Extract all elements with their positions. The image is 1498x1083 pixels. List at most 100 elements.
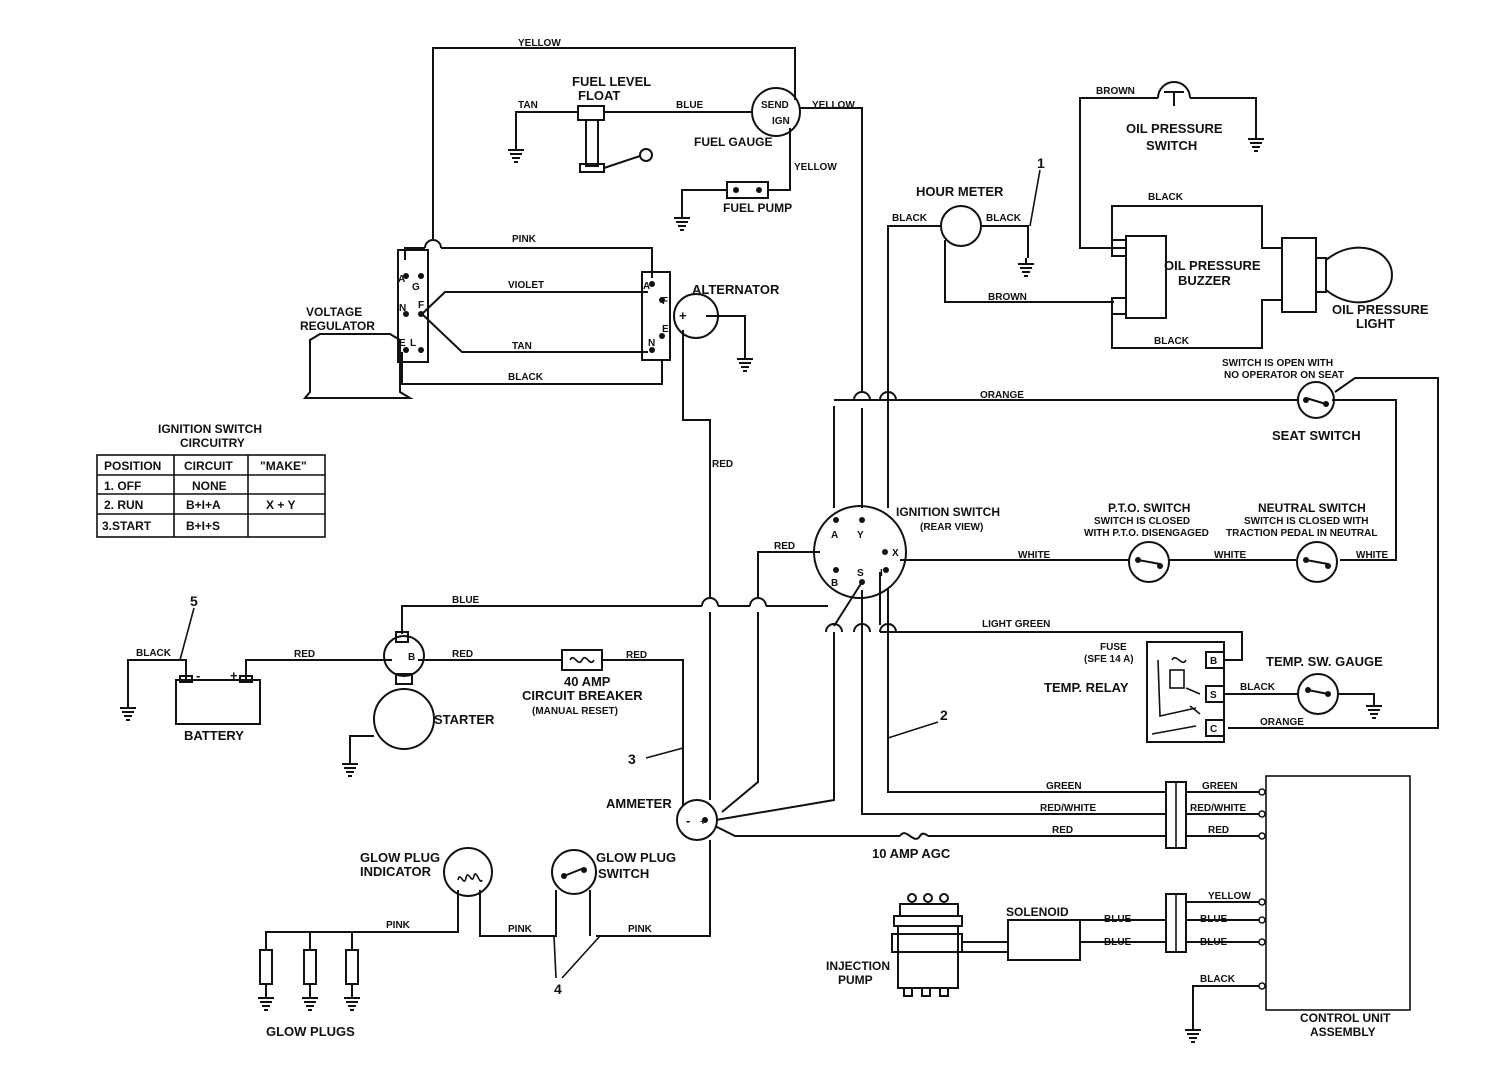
wire-label-black-cu: BLACK <box>1200 974 1236 985</box>
fuel-gauge <box>751 87 801 137</box>
alternator <box>641 271 719 361</box>
wire-label-pink-glow-2: PINK <box>508 924 533 935</box>
wire-label-tan-float: TAN <box>518 100 538 111</box>
wire-label-blue-sol-2: BLUE <box>1104 937 1132 948</box>
terminal-alternator-plus: + <box>679 308 687 323</box>
label-fuel-level-float-2: FLOAT <box>578 88 620 103</box>
wire-label-red-starter: RED <box>452 649 473 660</box>
wire-label-white-3: WHITE <box>1356 550 1389 561</box>
terminal-regulator-g: G <box>412 282 420 293</box>
label-injection-pump-2: PUMP <box>838 973 873 987</box>
wire-label-orange-seat: ORANGE <box>980 390 1024 401</box>
ignition-table-title-1: IGNITION SWITCH <box>158 422 262 436</box>
wire-label-light-green: LIGHT GREEN <box>982 619 1050 630</box>
label-glow-plug-switch-2: SWITCH <box>598 866 649 881</box>
label-voltage-regulator-2: REGULATOR <box>300 319 375 333</box>
terminal-regulator-l: L <box>410 338 416 349</box>
wire-label-blue-sol-1: BLUE <box>1104 914 1132 925</box>
wire-label-red-white-2: RED/WHITE <box>1190 803 1246 814</box>
starter <box>373 631 435 750</box>
ignition-switch <box>813 505 907 599</box>
wire-label-tan-alt: TAN <box>512 341 532 352</box>
label-fuel-gauge-send: SEND <box>761 100 789 111</box>
battery <box>175 675 261 725</box>
callout-1: 1 <box>1037 155 1045 171</box>
terminal-starter-b: B <box>408 652 415 663</box>
oil-pressure-switch <box>1157 81 1191 106</box>
wire-label-blue-starter: BLUE <box>452 595 480 606</box>
wire-label-blue-float: BLUE <box>676 100 704 111</box>
glow-plugs <box>259 949 359 992</box>
wire-label-red-battery: RED <box>294 649 315 660</box>
label-oil-pressure-buzzer-2: BUZZER <box>1178 273 1231 288</box>
pto-switch <box>1128 541 1170 583</box>
label-temp-sw-gauge: TEMP. SW. GAUGE <box>1266 654 1383 669</box>
ignition-table-title-2: CIRCUITRY <box>180 436 245 450</box>
wire-label-red-breaker: RED <box>626 650 647 661</box>
terminal-ammeter-minus: - <box>686 813 690 828</box>
label-control-unit-2: ASSEMBLY <box>1310 1025 1376 1039</box>
label-oil-pressure-buzzer-1: OIL PRESSURE <box>1164 258 1261 273</box>
wire-label-black-buzzer-top: BLACK <box>1148 192 1184 203</box>
injection-pump <box>891 893 963 997</box>
label-neutral-switch-1: NEUTRAL SWITCH <box>1258 501 1366 515</box>
voltage-regulator <box>302 249 429 399</box>
control-unit-assembly <box>1258 775 1411 1011</box>
wire-label-green-2: GREEN <box>1202 781 1238 792</box>
terminal-alternator-e: E <box>662 324 669 335</box>
terminal-ammeter-plus: + <box>700 817 706 828</box>
label-battery: BATTERY <box>184 728 244 743</box>
label-pto-switch-2: SWITCH IS CLOSED <box>1094 516 1190 527</box>
label-pto-switch-1: P.T.O. SWITCH <box>1108 501 1190 515</box>
wire-crossovers <box>424 239 897 633</box>
terminal-temp-relay-b: B <box>1210 656 1217 667</box>
neutral-switch <box>1296 541 1338 583</box>
terminal-regulator-f: F <box>418 300 424 311</box>
label-glow-plug-indicator-1: GLOW PLUG <box>360 850 440 865</box>
hour-meter <box>940 205 982 247</box>
wire-label-black-buzzer-bottom: BLACK <box>1154 336 1190 347</box>
label-glow-plug-switch-1: GLOW PLUG <box>596 850 676 865</box>
label-circuit-breaker-1: 40 AMP <box>564 674 611 689</box>
terminal-temp-relay-c: C <box>1210 724 1217 735</box>
terminal-alternator-f: F <box>662 296 668 307</box>
callout-4: 4 <box>554 981 562 997</box>
label-glow-plug-indicator-2: INDICATOR <box>360 864 432 879</box>
glow-plug-switch <box>551 849 597 895</box>
wire-label-yellow-cu: YELLOW <box>1208 891 1251 902</box>
agc-fuse <box>899 832 929 840</box>
label-oil-pressure-light-2: LIGHT <box>1356 316 1395 331</box>
wire-label-yellow-pump: YELLOW <box>794 162 837 173</box>
wire-label-white-1: WHITE <box>1018 550 1051 561</box>
oil-pressure-buzzer <box>1111 235 1167 319</box>
wire-label-violet: VIOLET <box>508 280 544 291</box>
oil-pressure-light <box>1281 237 1394 313</box>
label-temp-relay: TEMP. RELAY <box>1044 680 1129 695</box>
terminal-ignition-b: B <box>831 578 838 589</box>
wire-label-blue-cu-1: BLUE <box>1200 914 1228 925</box>
wire-label-yellow-top: YELLOW <box>518 38 561 49</box>
callout-leaders <box>179 169 1041 979</box>
wire-label-blue-cu-2: BLUE <box>1200 937 1228 948</box>
label-fuse-2: (SFE 14 A) <box>1084 654 1134 665</box>
wire-label-green-1: GREEN <box>1046 781 1082 792</box>
label-injection-pump-1: INJECTION <box>826 959 890 973</box>
ignition-table-cell-3-1: 3.START <box>102 519 152 533</box>
label-alternator: ALTERNATOR <box>692 282 780 297</box>
wire-label-red-alt: RED <box>712 459 733 470</box>
terminal-battery-plus: + <box>230 668 238 683</box>
callout-2: 2 <box>940 707 948 723</box>
ignition-table-cell-2-3: X + Y <box>266 498 295 512</box>
terminal-ignition-y: Y <box>857 530 864 541</box>
terminal-ignition-x: X <box>892 548 899 559</box>
label-starter: STARTER <box>434 712 495 727</box>
label-fuel-pump: FUEL PUMP <box>723 201 792 215</box>
wire-label-red-white-1: RED/WHITE <box>1040 803 1096 814</box>
label-pto-switch-3: WITH P.T.O. DISENGAGED <box>1084 528 1209 539</box>
label-ammeter: AMMETER <box>606 796 672 811</box>
label-neutral-switch-2: SWITCH IS CLOSED WITH <box>1244 516 1368 527</box>
wire-label-brown-hour: BROWN <box>988 292 1027 303</box>
wire-label-pink-glow-3: PINK <box>628 924 653 935</box>
